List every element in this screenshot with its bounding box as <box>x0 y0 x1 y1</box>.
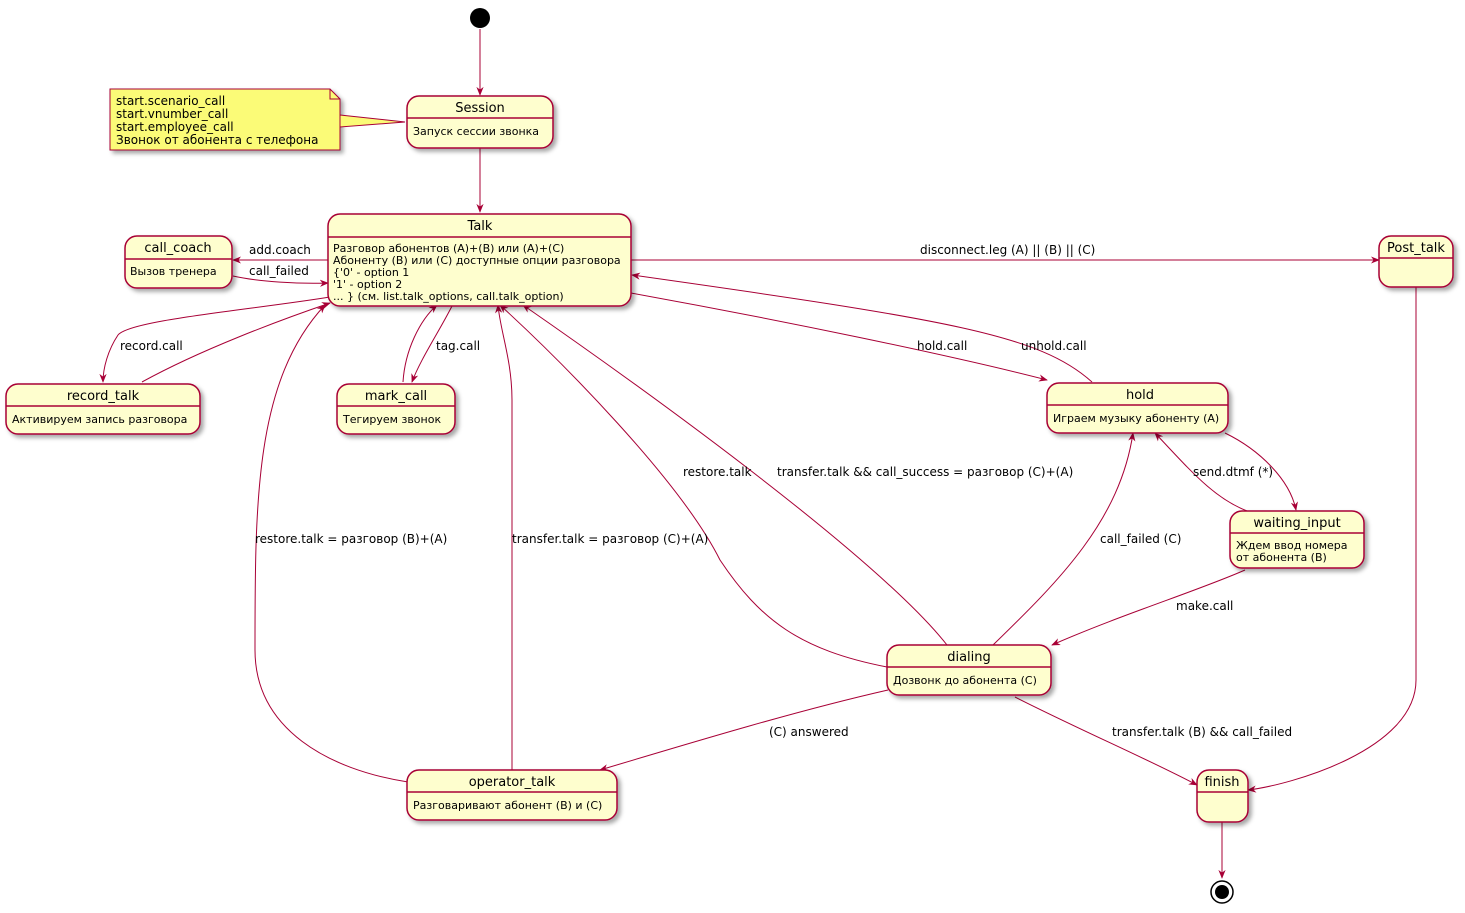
state-desc: Тегируем звонок <box>342 413 441 426</box>
state-desc: от абонента (B) <box>1236 551 1327 564</box>
state-dialing: dialing Дозвонк до абонента (C) <box>886 644 1052 696</box>
state-session: Session Запуск сессии звонка <box>406 95 554 149</box>
end-node <box>1210 880 1234 904</box>
state-title: finish <box>1204 775 1239 790</box>
note-line: Звонок от абонента с телефона <box>116 133 318 147</box>
state-desc: '1' - option 2 <box>333 278 402 291</box>
state-title: Session <box>455 101 505 116</box>
edge-label-make-call: make.call <box>1176 599 1233 613</box>
state-desc: Вызов тренера <box>130 265 217 278</box>
state-title: mark_call <box>365 389 427 404</box>
edge-label-transfer-success: transfer.talk && call_success = разговор… <box>777 465 1073 479</box>
note: start.scenario_call start.vnumber_call s… <box>109 88 406 151</box>
edge-label-disconnect: disconnect.leg (A) || (B) || (C) <box>920 243 1095 257</box>
note-line: start.vnumber_call <box>116 107 228 121</box>
state-desc: Дозвонк до абонента (C) <box>893 674 1037 687</box>
edge-label-transfer-talk-c: transfer.talk = разговор (C)+(A) <box>512 532 708 546</box>
state-desc: {'0' - option 1 <box>333 266 409 279</box>
edge-label-hold-call: hold.call <box>917 339 967 353</box>
edge-label-add-coach: add.coach <box>249 243 311 257</box>
state-desc: Разговаривают абонент (B) и (C) <box>413 799 602 812</box>
edge-labels: add.coach call_failed disconnect.leg (A)… <box>120 243 1292 739</box>
edges <box>99 29 1417 879</box>
state-desc: Абоненту (B) или (C) доступные опции раз… <box>333 254 621 267</box>
edge-label-tag-call: tag.call <box>436 339 480 353</box>
state-finish: finish <box>1196 769 1249 823</box>
state-title: waiting_input <box>1253 516 1340 531</box>
state-title: call_coach <box>144 241 211 256</box>
state-desc: Разговор абонентов (A)+(B) или (A)+(C) <box>333 242 564 255</box>
edge-label-record-call: record.call <box>120 339 183 353</box>
edge-label-unhold-call: unhold.call <box>1021 339 1087 353</box>
start-node <box>470 8 490 28</box>
state-record-talk: record_talk Активируем запись разговора <box>5 383 201 435</box>
edge-label-call-failed-coach: call_failed <box>249 264 309 278</box>
state-mark-call: mark_call Тегируем звонок <box>336 383 456 435</box>
note-line: start.scenario_call <box>116 94 225 108</box>
state-post-talk: Post_talk <box>1378 235 1454 288</box>
state-title: record_talk <box>67 389 140 404</box>
state-desc: Запуск сессии звонка <box>413 125 539 138</box>
edge-label-transfer-failed: transfer.talk (B) && call_failed <box>1112 725 1292 739</box>
state-talk: Talk Разговор абонентов (A)+(B) или (A)+… <box>327 213 632 307</box>
edge-label-c-answered: (C) answered <box>769 725 849 739</box>
state-hold: hold Играем музыку абоненту (A) <box>1046 382 1229 434</box>
state-desc: ... } (см. list.talk_options, call.talk_… <box>333 290 564 303</box>
state-desc: Играем музыку абоненту (A) <box>1053 412 1219 425</box>
state-title: Talk <box>467 219 493 234</box>
state-waiting-input: waiting_input Ждем ввод номера от абонен… <box>1229 510 1365 569</box>
state-title: Post_talk <box>1387 241 1445 256</box>
edge-label-send-dtmf: send.dtmf (*) <box>1193 465 1273 479</box>
edge-label-restore-talk: restore.talk <box>683 465 752 479</box>
edge-label-call-failed-c: call_failed (C) <box>1100 532 1181 546</box>
edge-label-restore-talk-b: restore.talk = разговор (B)+(A) <box>255 532 447 546</box>
state-desc: Активируем запись разговора <box>12 413 187 426</box>
state-title: dialing <box>947 650 991 665</box>
state-operator-talk: operator_talk Разговаривают абонент (B) … <box>406 769 618 821</box>
state-desc: Ждем ввод номера <box>1236 539 1348 552</box>
note-line: start.employee_call <box>116 120 234 134</box>
state-title: operator_talk <box>469 775 556 790</box>
state-call-coach: call_coach Вызов тренера <box>124 235 233 289</box>
state-title: hold <box>1126 388 1154 403</box>
